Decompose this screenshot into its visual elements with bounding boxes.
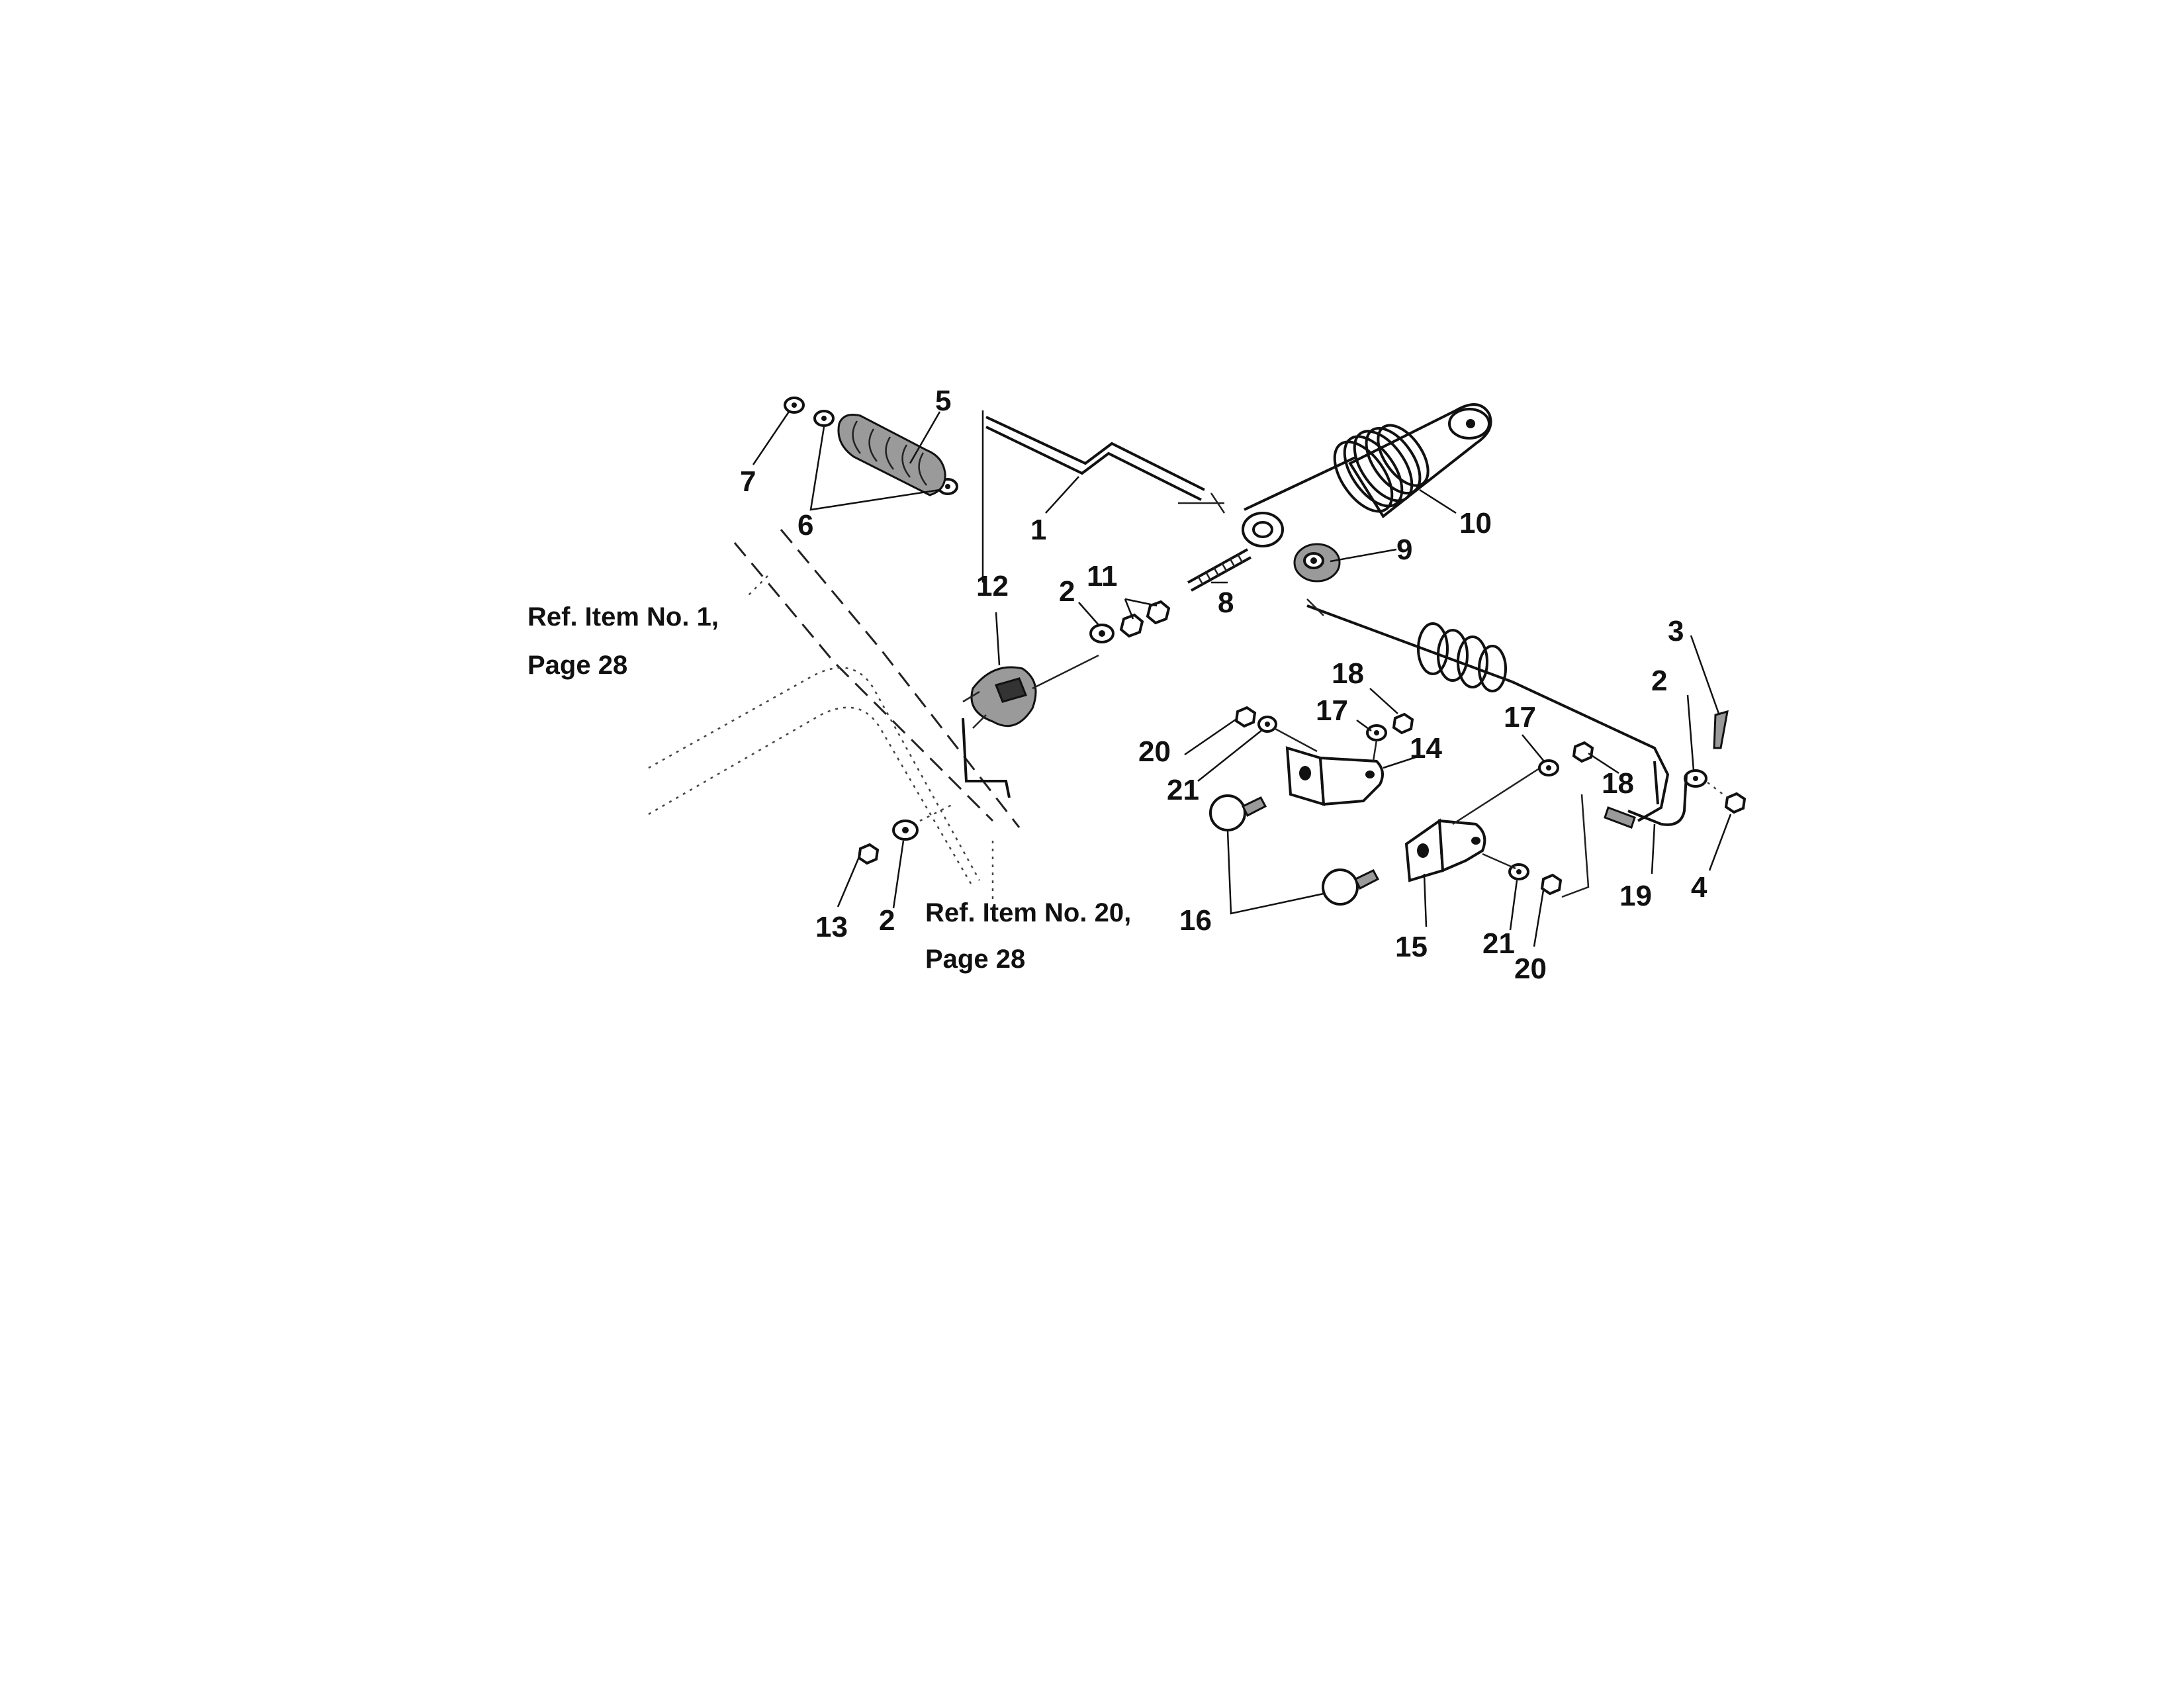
part-1-shift-rod <box>981 410 1226 583</box>
callout-18-upper: 18 <box>1332 657 1364 690</box>
callout-labels: 5 7 6 1 10 9 11 8 12 2 3 2 18 17 17 20 1… <box>740 385 1707 985</box>
callout-12: 12 <box>976 570 1009 602</box>
callout-20-upper: 20 <box>1138 735 1171 768</box>
callout-2-upper: 2 <box>1059 575 1075 608</box>
part-3-cotter-pin <box>1713 710 1729 749</box>
part-18-nut-upper <box>1392 712 1414 735</box>
callout-7: 7 <box>740 465 756 498</box>
part-16-bolt-upper <box>1209 794 1267 831</box>
part-2-washer-upper <box>1089 624 1115 643</box>
ref-item-20-line1: Ref. Item No. 20, <box>925 898 1131 927</box>
ref-item-1-line2: Page 28 <box>527 651 627 680</box>
part-21-washer-right <box>1508 863 1529 880</box>
part-17-washer-upper <box>1366 724 1387 741</box>
callout-11: 11 <box>1087 560 1118 592</box>
part-2-washer-right <box>1684 769 1707 788</box>
part-16-bolt-lower <box>1322 868 1380 906</box>
pivot-eye <box>1242 455 1357 547</box>
ref-item-1-line1: Ref. Item No. 1, <box>527 602 719 632</box>
callout-18-right: 18 <box>1602 767 1634 800</box>
callout-13: 13 <box>815 911 848 943</box>
part-10-boot-clevis <box>1333 403 1492 518</box>
callout-6: 6 <box>797 509 813 541</box>
callout-8: 8 <box>1218 586 1234 619</box>
callout-4: 4 <box>1691 871 1707 904</box>
part-11-nut-a <box>1119 613 1144 638</box>
callout-9: 9 <box>1396 534 1412 566</box>
part-5-knob-grip <box>837 414 946 496</box>
part-6-washer-left <box>813 410 835 427</box>
part-18-nut-right <box>1572 741 1594 763</box>
callout-17-upper: 17 <box>1316 694 1348 727</box>
part-7-washer <box>784 397 805 414</box>
ref-item-20-line2: Page 28 <box>925 945 1025 974</box>
part-14-bracket <box>1285 746 1384 806</box>
frame-outline <box>648 529 1021 900</box>
part-8-threaded-rod <box>1187 548 1251 592</box>
part-11-nut-b <box>1146 600 1171 625</box>
part-21-washer-upper <box>1257 716 1277 733</box>
callout-15: 15 <box>1395 931 1428 963</box>
part-15-bracket <box>1404 763 1546 882</box>
part-20-nut-upper <box>1234 706 1257 728</box>
callout-21-lower: 21 <box>1482 927 1515 960</box>
part-20-nut-right <box>1540 873 1563 896</box>
callout-5: 5 <box>935 385 951 417</box>
part-17-washer-right <box>1538 759 1559 776</box>
callout-2-lower: 2 <box>879 904 895 937</box>
spring <box>1417 622 1507 692</box>
callout-20-lower: 20 <box>1514 953 1547 985</box>
part-9-bushing <box>1293 543 1341 583</box>
callout-21-upper: 21 <box>1167 774 1199 806</box>
part-2-washer-lower <box>892 820 919 841</box>
callout-1: 1 <box>1030 514 1046 546</box>
callout-14: 14 <box>1410 732 1442 765</box>
leader-lines <box>752 411 1732 947</box>
callout-2-right: 2 <box>1651 665 1667 697</box>
callout-3: 3 <box>1668 615 1684 647</box>
part-19-clevis-rod <box>1604 774 1688 829</box>
callout-17-right: 17 <box>1504 701 1536 733</box>
reference-notes: Ref. Item No. 1, Page 28 Ref. Item No. 2… <box>527 602 1131 974</box>
callout-19: 19 <box>1619 880 1652 912</box>
callout-16: 16 <box>1179 904 1212 937</box>
callout-10: 10 <box>1459 507 1492 539</box>
part-12-cam <box>962 654 1099 798</box>
part-4-nut <box>1707 782 1747 814</box>
